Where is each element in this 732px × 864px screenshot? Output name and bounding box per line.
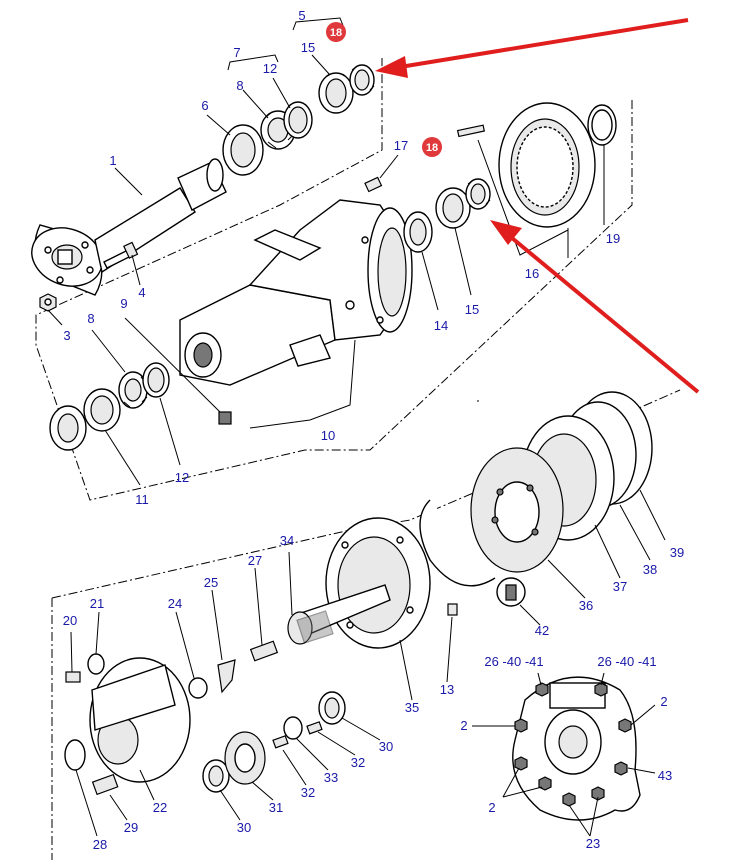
callout-13: 13 — [440, 682, 454, 697]
callout-15-lower: 15 — [465, 302, 479, 317]
callout-2-left: 2 — [460, 718, 467, 733]
ring-gear[interactable] — [498, 102, 596, 228]
callout-8-lower: 8 — [87, 311, 94, 326]
brake-wire-ring[interactable] — [419, 499, 496, 587]
callout-9: 9 — [120, 296, 127, 311]
callout-20: 20 — [63, 613, 77, 628]
callout-2-bottom: 2 — [488, 800, 495, 815]
washer-part-21[interactable] — [87, 653, 105, 675]
bearing-cup-part-11[interactable] — [83, 388, 121, 432]
callout-11: 11 — [135, 492, 149, 507]
nut-part-3[interactable] — [39, 293, 57, 312]
callout-30-right: 30 — [379, 739, 393, 754]
callout-28: 28 — [93, 837, 107, 852]
callout-21: 21 — [90, 596, 104, 611]
needle-roller-part-32-right[interactable] — [306, 721, 323, 735]
upper-assembly-boundary — [35, 58, 633, 501]
highlight-18-top-text: 18 — [330, 27, 342, 39]
red-arrow-bottom — [490, 220, 700, 394]
callout-32-left: 32 — [301, 785, 315, 800]
highlight-18-mid-text: 18 — [426, 142, 438, 154]
bolt-pattern-detail — [512, 676, 641, 821]
callout-36: 36 — [579, 598, 593, 613]
bearing-cone-part-8-upper[interactable] — [260, 110, 296, 150]
callout-6: 6 — [201, 98, 208, 113]
leader-lines — [47, 17, 666, 837]
callout-32-right: 32 — [351, 755, 365, 770]
snap-ring-part-19[interactable] — [587, 104, 617, 146]
callout-1: 1 — [109, 153, 116, 168]
needle-roller-part-32-left[interactable] — [272, 735, 289, 749]
callout-8-upper: 8 — [236, 78, 243, 93]
bearing-cone-part-18-lower[interactable] — [465, 178, 491, 210]
seal-part-14[interactable] — [403, 211, 433, 253]
detail-callout-part-42[interactable] — [496, 577, 526, 607]
breather-plug-part-9[interactable] — [218, 411, 232, 425]
callout-24: 24 — [168, 596, 182, 611]
callout-23: 23 — [586, 836, 600, 851]
callout-22: 22 — [153, 800, 167, 815]
pin-part-29[interactable] — [91, 773, 119, 796]
callout-10: 10 — [321, 428, 335, 443]
bolt-part-4[interactable] — [103, 241, 139, 269]
thrust-washer-part-30-right[interactable] — [318, 691, 346, 725]
bolt-part-27[interactable] — [249, 640, 279, 662]
callout-30-left: 30 — [237, 820, 251, 835]
pin-part-17[interactable] — [364, 176, 383, 193]
callout-12-upper: 12 — [263, 61, 277, 76]
brake-housing-part-35[interactable] — [325, 517, 431, 649]
highlight-badge-18-mid: 18 — [422, 137, 442, 157]
seal-part-11-left[interactable] — [49, 405, 87, 451]
callout-26-40-41-left: 26 -40 -41 — [484, 654, 543, 669]
callout-27: 27 — [248, 553, 262, 568]
callout-42: 42 — [535, 623, 549, 638]
seal-part-6[interactable] — [222, 124, 264, 176]
callout-2-right: 2 — [660, 694, 667, 709]
callout-29: 29 — [124, 820, 138, 835]
bearing-cup-part-12-upper[interactable] — [283, 101, 313, 139]
callout-4: 4 — [138, 285, 145, 300]
red-arrow-top — [375, 18, 689, 78]
callout-19: 19 — [606, 231, 620, 246]
callout-3: 3 — [63, 328, 70, 343]
spacer-part-33[interactable] — [283, 716, 303, 740]
thrust-washer-part-30-left[interactable] — [202, 759, 230, 793]
callout-5: 5 — [298, 8, 305, 23]
pinion-shaft-part-34[interactable] — [287, 584, 391, 645]
callout-12-lower: 12 — [175, 470, 189, 485]
callout-35: 35 — [405, 700, 419, 715]
callout-31: 31 — [269, 800, 283, 815]
washer-part-24[interactable] — [188, 677, 208, 699]
callout-37: 37 — [613, 579, 627, 594]
callout-25: 25 — [204, 575, 218, 590]
callout-39: 39 — [670, 545, 684, 560]
callout-38: 38 — [643, 562, 657, 577]
dowel-pin-part-16[interactable] — [456, 124, 486, 138]
bearing-cup-part-15-lower[interactable] — [435, 187, 471, 229]
planet-gear-part-31[interactable] — [224, 731, 266, 785]
callout-15-upper: 15 — [301, 40, 315, 55]
friction-disc-part-36[interactable] — [470, 447, 564, 573]
callout-7: 7 — [233, 45, 240, 60]
bearing-cup-part-12-lower[interactable] — [142, 362, 170, 398]
callout-16: 16 — [525, 266, 539, 281]
callout-26-40-41-right: 26 -40 -41 — [597, 654, 656, 669]
snap-ring-part-28[interactable] — [64, 739, 86, 771]
callout-numbers: 1 2 2 2 3 4 5 6 7 8 8 9 10 11 12 12 13 1… — [63, 8, 684, 852]
bolt-part-20[interactable] — [65, 671, 81, 683]
bearing-cup-part-15-upper[interactable] — [318, 72, 354, 114]
callout-14: 14 — [434, 318, 448, 333]
axle-housing-part-10[interactable] — [179, 199, 413, 386]
pin-part-13[interactable] — [447, 603, 458, 616]
highlight-badge-18-top: 18 — [326, 22, 346, 42]
planet-carrier-part-22[interactable] — [89, 657, 191, 783]
callout-43: 43 — [658, 768, 672, 783]
bearing-cone-part-18-upper[interactable] — [349, 64, 375, 96]
callout-33: 33 — [324, 770, 338, 785]
callout-34: 34 — [280, 533, 294, 548]
output-shaft-part-1[interactable] — [24, 158, 227, 296]
callout-17: 17 — [394, 138, 408, 153]
retainer-part-25[interactable] — [217, 659, 236, 694]
